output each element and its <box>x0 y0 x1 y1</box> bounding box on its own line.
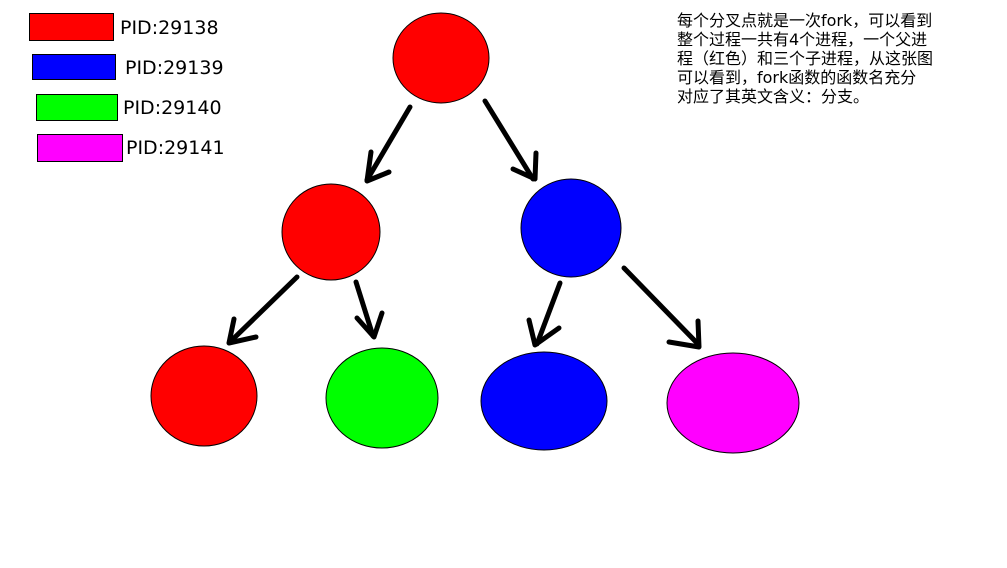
level1-left-node <box>281 183 381 281</box>
fork-arrow <box>364 104 413 184</box>
legend-label-pid-29141: PID:29141 <box>126 137 225 159</box>
legend-label-pid-29140: PID:29140 <box>123 97 222 119</box>
fork-arrow <box>226 274 300 346</box>
level2-node-1 <box>150 345 258 447</box>
legend-label-pid-29138: PID:29138 <box>120 17 219 39</box>
caption-line: 对应了其英文含义：分支。 <box>677 87 870 106</box>
legend-swatch-pid-29141 <box>37 134 123 162</box>
caption-line: 程（红色）和三个子进程，从这张图 <box>677 49 934 68</box>
caption-line: 整个过程一共有4个进程，一个父进 <box>677 30 928 49</box>
level2-node-3 <box>480 351 608 451</box>
fork-arrow <box>621 265 702 350</box>
level2-node-2 <box>325 347 439 449</box>
root-node <box>392 12 490 104</box>
caption-line: 每个分叉点就是一次fork，可以看到 <box>677 11 933 30</box>
level2-node-4 <box>666 352 800 454</box>
fork-arrow <box>353 279 385 340</box>
level1-right-node <box>520 178 622 278</box>
caption-line: 可以看到，fork函数的函数名充分 <box>677 68 917 87</box>
legend-swatch-pid-29138 <box>29 13 114 41</box>
caption-text: 每个分叉点就是一次fork，可以看到 整个过程一共有4个进程，一个父进 程（红色… <box>677 11 977 106</box>
legend-label-pid-29139: PID:29139 <box>125 57 224 79</box>
fork-arrow <box>482 98 539 182</box>
fork-arrow <box>526 280 563 348</box>
legend-swatch-pid-29139 <box>32 54 116 80</box>
legend-swatch-pid-29140 <box>36 94 118 121</box>
